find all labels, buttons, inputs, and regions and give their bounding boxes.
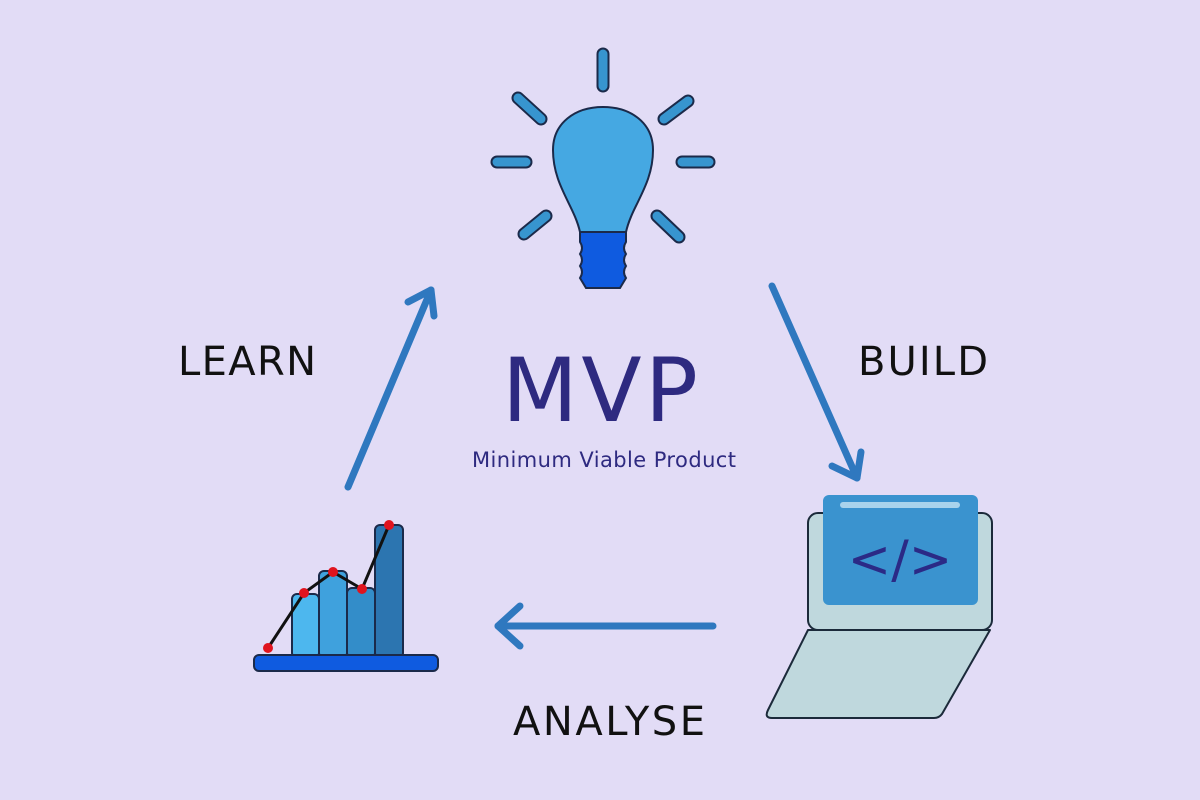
arrow-up-icon — [344, 286, 438, 491]
stage-learn: LEARN — [178, 339, 316, 385]
mvp-subtitle: Minimum Viable Product — [472, 448, 736, 472]
trend-points — [263, 520, 394, 653]
stage-build: BUILD — [858, 339, 988, 385]
bulb-base — [578, 231, 628, 289]
analytics-chart-icon — [253, 520, 439, 672]
arrow-left-icon — [494, 602, 717, 650]
code-symbol: </> — [848, 530, 953, 590]
stage-analyse: ANALYSE — [513, 699, 705, 745]
cycle-arrows — [344, 282, 865, 650]
arrow-down-icon — [768, 282, 865, 482]
bulb-glass — [551, 105, 655, 233]
chart-bar — [318, 570, 348, 659]
chart-bar — [346, 587, 376, 659]
mvp-title: MVP — [502, 339, 698, 442]
light-rays — [490, 47, 716, 244]
chart-baseline — [253, 654, 439, 672]
lightbulb-icon — [490, 47, 716, 289]
laptop-code-icon: </> — [765, 495, 993, 719]
